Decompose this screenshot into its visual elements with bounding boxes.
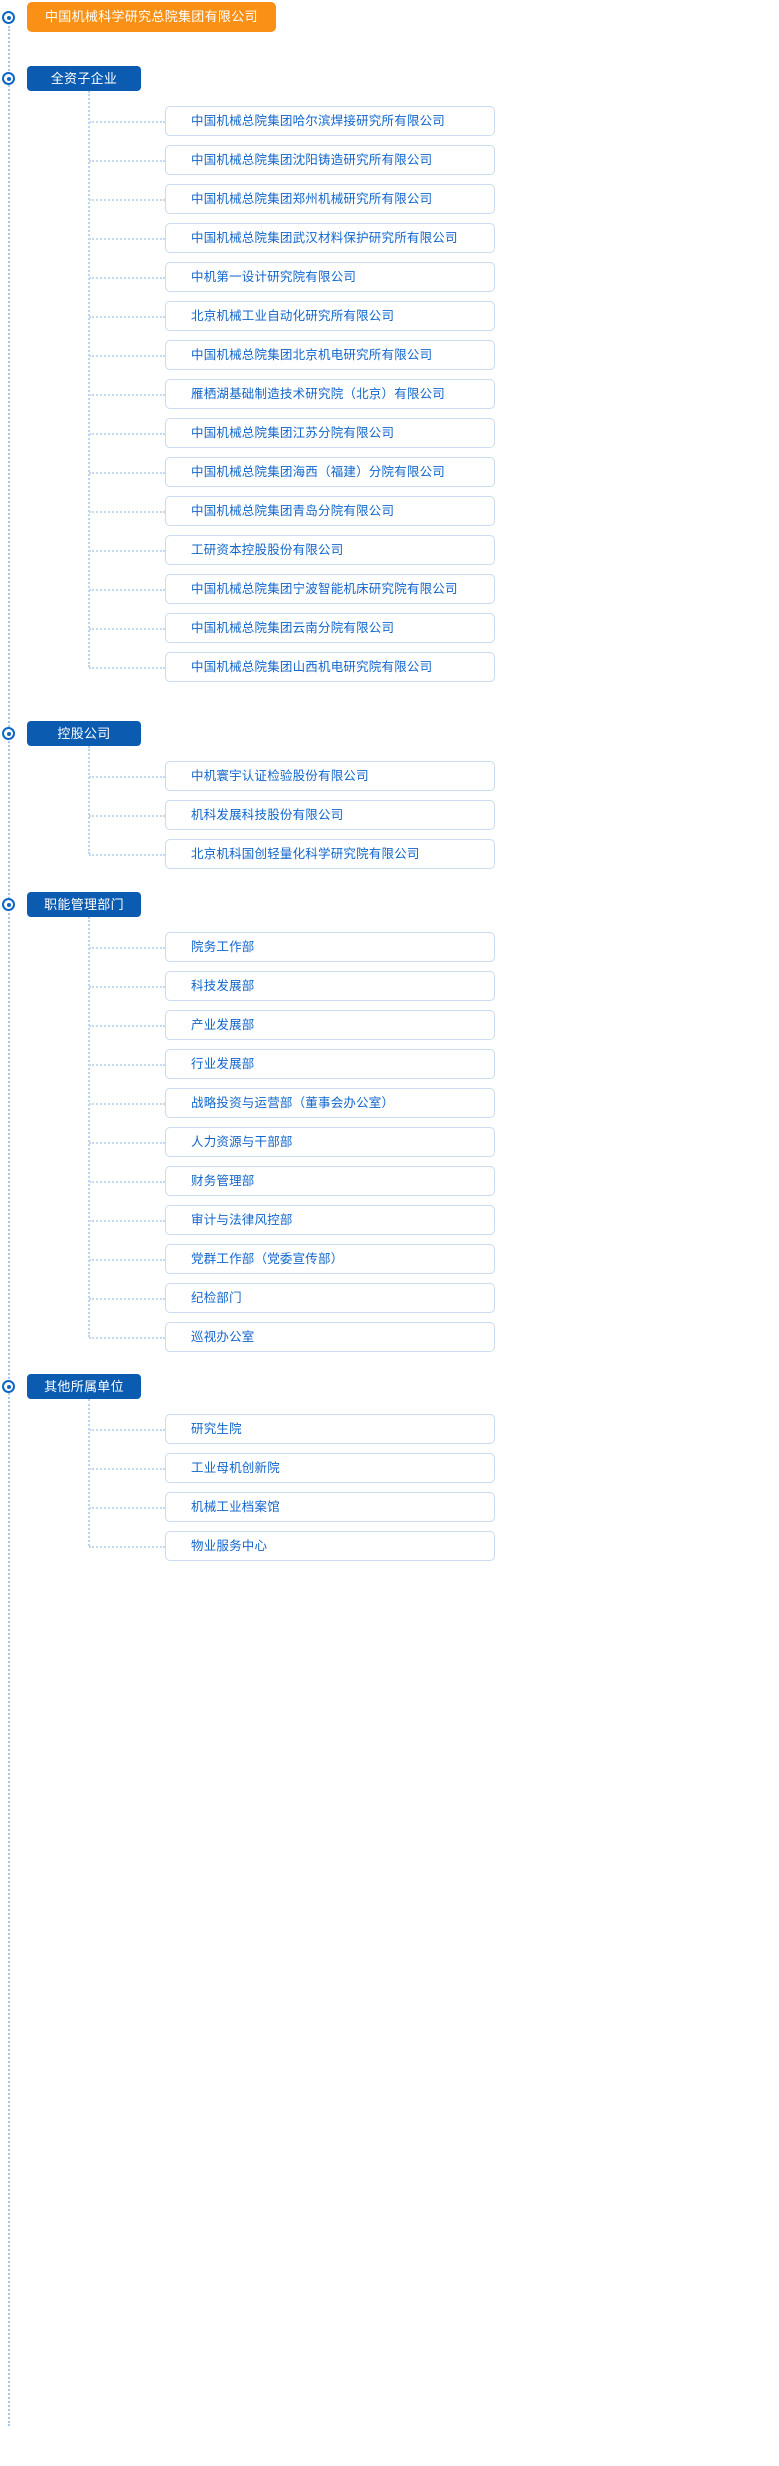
leaf-connector-line <box>89 589 165 591</box>
leaf-connector-line <box>89 472 165 474</box>
leaf-node[interactable]: 雁栖湖基础制造技术研究院（北京）有限公司 <box>165 379 495 409</box>
leaf-node[interactable]: 战略投资与运营部（董事会办公室） <box>165 1088 495 1118</box>
group-node-marker-icon <box>2 898 15 911</box>
leaf-connector-line <box>89 1546 165 1548</box>
leaf-node[interactable]: 科技发展部 <box>165 971 495 1001</box>
leaf-connector-line <box>89 1064 165 1066</box>
leaf-connector-line <box>89 1298 165 1300</box>
group-node-marker-icon <box>2 1380 15 1393</box>
leaf-connector-line <box>89 1142 165 1144</box>
leaf-node[interactable]: 中国机械总院集团青岛分院有限公司 <box>165 496 495 526</box>
leaf-connector-line <box>89 776 165 778</box>
leaf-node[interactable]: 审计与法律风控部 <box>165 1205 495 1235</box>
leaf-connector-line <box>89 986 165 988</box>
leaf-node[interactable]: 纪检部门 <box>165 1283 495 1313</box>
group-node-3[interactable]: 职能管理部门 <box>27 892 141 917</box>
root-spine-line <box>8 26 10 2426</box>
group-node-marker-icon <box>2 72 15 85</box>
leaf-connector-line <box>89 277 165 279</box>
leaf-connector-line <box>89 1337 165 1339</box>
leaf-node[interactable]: 中国机械总院集团海西（福建）分院有限公司 <box>165 457 495 487</box>
leaf-connector-line <box>89 355 165 357</box>
leaf-node[interactable]: 产业发展部 <box>165 1010 495 1040</box>
leaf-connector-line <box>89 550 165 552</box>
leaf-node[interactable]: 中国机械总院集团沈阳铸造研究所有限公司 <box>165 145 495 175</box>
group-stem-line <box>88 1399 90 1546</box>
leaf-node[interactable]: 行业发展部 <box>165 1049 495 1079</box>
leaf-connector-line <box>89 1507 165 1509</box>
group-stem-line <box>88 917 90 1337</box>
leaf-node[interactable]: 中机第一设计研究院有限公司 <box>165 262 495 292</box>
group-node-4[interactable]: 其他所属单位 <box>27 1374 141 1399</box>
leaf-node[interactable]: 中国机械总院集团武汉材料保护研究所有限公司 <box>165 223 495 253</box>
leaf-node[interactable]: 中国机械总院集团哈尔滨焊接研究所有限公司 <box>165 106 495 136</box>
leaf-connector-line <box>89 1429 165 1431</box>
group-node-marker-icon <box>2 727 15 740</box>
leaf-node[interactable]: 财务管理部 <box>165 1166 495 1196</box>
group-stem-line <box>88 91 90 667</box>
leaf-connector-line <box>89 199 165 201</box>
leaf-connector-line <box>89 121 165 123</box>
leaf-connector-line <box>89 667 165 669</box>
leaf-node[interactable]: 工业母机创新院 <box>165 1453 495 1483</box>
leaf-node[interactable]: 中国机械总院集团江苏分院有限公司 <box>165 418 495 448</box>
leaf-connector-line <box>89 1468 165 1470</box>
leaf-node[interactable]: 中国机械总院集团北京机电研究所有限公司 <box>165 340 495 370</box>
leaf-connector-line <box>89 160 165 162</box>
leaf-connector-line <box>89 1259 165 1261</box>
leaf-node[interactable]: 中国机械总院集团郑州机械研究所有限公司 <box>165 184 495 214</box>
leaf-connector-line <box>89 1220 165 1222</box>
leaf-connector-line <box>89 1181 165 1183</box>
root-node[interactable]: 中国机械科学研究总院集团有限公司 <box>27 2 276 32</box>
leaf-connector-line <box>89 238 165 240</box>
leaf-node[interactable]: 中机寰宇认证检验股份有限公司 <box>165 761 495 791</box>
leaf-connector-line <box>89 1103 165 1105</box>
group-node-1[interactable]: 全资子企业 <box>27 66 141 91</box>
leaf-node[interactable]: 巡视办公室 <box>165 1322 495 1352</box>
leaf-node[interactable]: 中国机械总院集团宁波智能机床研究院有限公司 <box>165 574 495 604</box>
leaf-connector-line <box>89 511 165 513</box>
leaf-connector-line <box>89 394 165 396</box>
leaf-connector-line <box>89 815 165 817</box>
leaf-node[interactable]: 党群工作部（党委宣传部） <box>165 1244 495 1274</box>
leaf-connector-line <box>89 316 165 318</box>
root-node-marker-icon <box>2 11 15 24</box>
leaf-connector-line <box>89 433 165 435</box>
leaf-node[interactable]: 研究生院 <box>165 1414 495 1444</box>
leaf-node[interactable]: 人力资源与干部部 <box>165 1127 495 1157</box>
leaf-node[interactable]: 北京机械工业自动化研究所有限公司 <box>165 301 495 331</box>
leaf-node[interactable]: 北京机科国创轻量化科学研究院有限公司 <box>165 839 495 869</box>
leaf-node[interactable]: 机科发展科技股份有限公司 <box>165 800 495 830</box>
leaf-connector-line <box>89 947 165 949</box>
leaf-node[interactable]: 工研资本控股股份有限公司 <box>165 535 495 565</box>
leaf-connector-line <box>89 854 165 856</box>
leaf-node[interactable]: 院务工作部 <box>165 932 495 962</box>
leaf-connector-line <box>89 628 165 630</box>
group-node-2[interactable]: 控股公司 <box>27 721 141 746</box>
leaf-node[interactable]: 物业服务中心 <box>165 1531 495 1561</box>
group-stem-line <box>88 746 90 854</box>
leaf-node[interactable]: 中国机械总院集团云南分院有限公司 <box>165 613 495 643</box>
leaf-node[interactable]: 中国机械总院集团山西机电研究院有限公司 <box>165 652 495 682</box>
leaf-connector-line <box>89 1025 165 1027</box>
leaf-node[interactable]: 机械工业档案馆 <box>165 1492 495 1522</box>
